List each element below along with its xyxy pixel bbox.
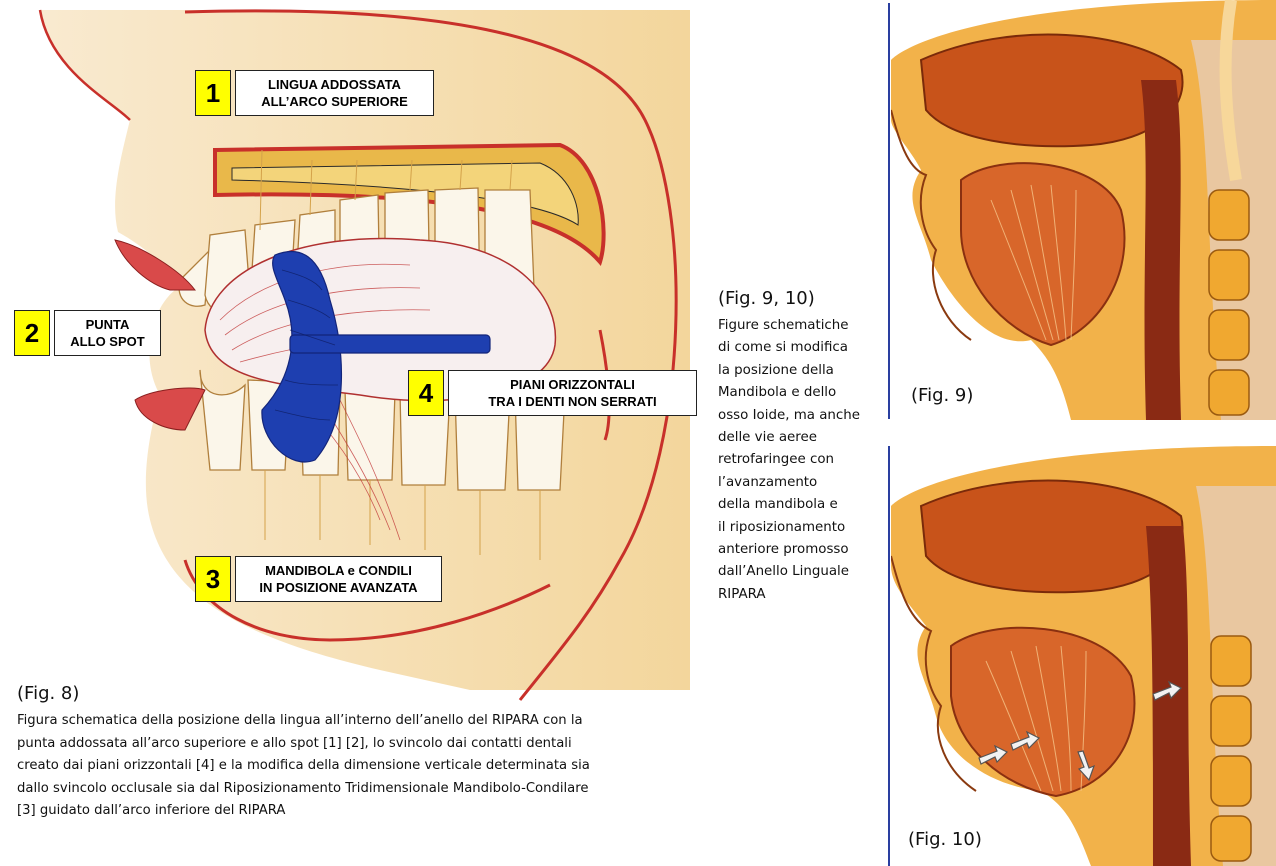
tag-1-number: 1 — [195, 70, 231, 116]
tag-1-text: LINGUA ADDOSSATA ALL’ARCO SUPERIORE — [235, 70, 434, 116]
fig9-10-label: (Fig. 9, 10) — [718, 288, 815, 309]
fig9-label: (Fig. 9) — [911, 385, 974, 406]
fig9-10-description: Figure schematiche di come si modifica l… — [718, 318, 860, 602]
tag-3-text: MANDIBOLA e CONDILI IN POSIZIONE AVANZAT… — [235, 556, 442, 602]
arrow-icon — [1010, 730, 1041, 751]
tag-2-line-1: PUNTA — [85, 317, 130, 332]
tag-4-number: 4 — [408, 370, 444, 416]
arrow-icon — [1152, 680, 1183, 701]
arrow-icon — [1077, 750, 1096, 782]
tag-4-line-1: PIANI ORIZZONTALI — [510, 377, 635, 392]
tag-4: 4 PIANI ORIZZONTALI TRA I DENTI NON SERR… — [408, 370, 697, 416]
tag-3-line-2: IN POSIZIONE AVANZATA — [259, 580, 418, 595]
tag-1: 1 LINGUA ADDOSSATA ALL’ARCO SUPERIORE — [195, 70, 434, 116]
arrow-icon — [978, 744, 1009, 765]
fig10-label: (Fig. 10) — [908, 829, 982, 850]
lower-lip — [134, 387, 206, 431]
tag-4-text: PIANI ORIZZONTALI TRA I DENTI NON SERRAT… — [448, 370, 697, 416]
divider-top — [888, 3, 890, 419]
upper-lip — [114, 239, 197, 291]
tag-2-number: 2 — [14, 310, 50, 356]
tag-3: 3 MANDIBOLA e CONDILI IN POSIZIONE AVANZ… — [195, 556, 442, 602]
divider-bottom — [888, 446, 890, 866]
tag-3-line-1: MANDIBOLA e CONDILI — [265, 563, 412, 578]
skull-outline — [184, 9, 678, 701]
tag-2: 2 PUNTA ALLO SPOT — [14, 310, 161, 356]
tag-1-line-1: LINGUA ADDOSSATA — [268, 77, 401, 92]
fig8-caption: Figura schematica della posizione della … — [17, 713, 590, 818]
fig10-illustration: (Fig. 10) — [891, 446, 1276, 866]
mandible-outline — [183, 559, 551, 642]
tag-2-line-2: ALLO SPOT — [70, 334, 145, 349]
tag-4-line-2: TRA I DENTI NON SERRATI — [488, 394, 657, 409]
tag-1-line-2: ALL’ARCO SUPERIORE — [261, 94, 408, 109]
tag-2-text: PUNTA ALLO SPOT — [54, 310, 161, 356]
ripara-ring — [261, 250, 491, 463]
fig9-illustration: (Fig. 9) — [891, 0, 1276, 420]
movement-arrows — [978, 680, 1183, 782]
fig8-illustration — [0, 0, 700, 705]
fig8-label: (Fig. 8) — [17, 683, 80, 704]
tag-3-number: 3 — [195, 556, 231, 602]
